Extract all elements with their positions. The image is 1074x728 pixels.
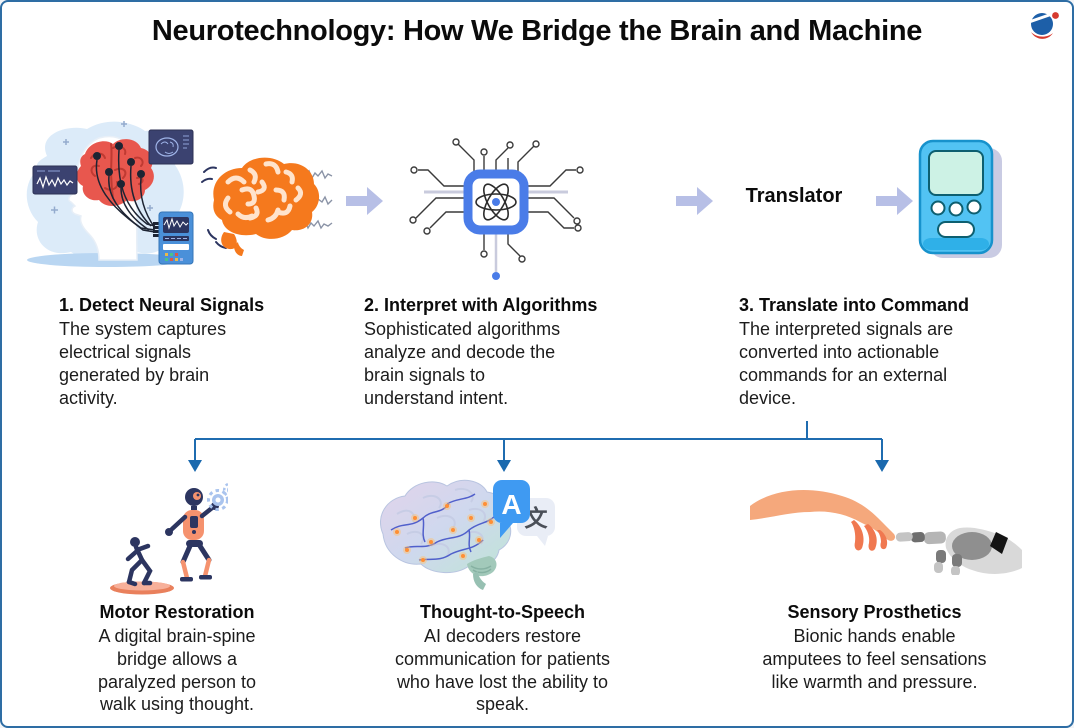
electrode-wires (95, 149, 156, 233)
step-heading: 1. Detect Neural Signals (59, 295, 265, 315)
application-body: AI decoders restore communication for pa… (394, 625, 611, 715)
robot-figure (165, 488, 219, 582)
application-motor-restoration: Motor Restoration A digital brain-spine … (92, 601, 262, 716)
step-heading: 2. Interpret with Algorithms (364, 295, 598, 315)
shadow-traces (424, 190, 568, 272)
application-heading: Sensory Prosthetics (787, 602, 962, 622)
trace-nodes (409, 138, 584, 263)
tremor-marks (201, 166, 227, 249)
application-sensory-prosthetics: Sensory Prosthetics Bionic hands enable … (762, 601, 987, 693)
brand-logo-icon (1028, 11, 1059, 39)
application-heading: Thought-to-Speech (420, 602, 585, 622)
brainstem (234, 242, 244, 256)
translate-icon: 文 A (493, 480, 555, 546)
eeg-head-illustration (26, 121, 194, 267)
step-heading: 3. Translate into Command (739, 295, 970, 315)
step-detect-neural-signals: 1. Detect Neural Signals The system capt… (59, 294, 265, 410)
waveform-screen (32, 165, 78, 195)
electrodes (93, 142, 159, 237)
application-body: Bionic hands enable amputees to feel sen… (762, 625, 987, 692)
flow-arrow-icon (676, 187, 713, 215)
translator-device-illustration (918, 139, 1002, 258)
walking-robot-illustration (110, 482, 228, 595)
flow-arrow-icon (876, 187, 913, 215)
translator-label: Translator (745, 185, 843, 207)
arrowheads (188, 460, 889, 472)
algorithm-chip-icon (409, 138, 584, 280)
device-screen (928, 150, 984, 196)
human-figure (125, 537, 153, 587)
brainstem (473, 571, 486, 590)
brain-signal-waves-illustration (201, 157, 333, 256)
atom-icon (475, 183, 517, 221)
brain-translate-illustration: 文 A (380, 479, 555, 590)
human-hand (750, 490, 896, 551)
step-body: The system captures electrical signals g… (59, 319, 227, 409)
step-body: The interpreted signals are converted in… (739, 319, 954, 409)
brain-scan-screen (148, 129, 194, 165)
application-body: A digital brain-spine bridge allows a pa… (97, 625, 257, 715)
latin-glyph: A (501, 489, 521, 520)
application-thought-to-speech: Thought-to-Speech AI decoders restore co… (390, 601, 615, 716)
cerebellum (221, 232, 237, 250)
step-translate-into-command: 3. Translate into Command The interprete… (739, 294, 970, 410)
device-buttons (930, 199, 982, 238)
sparkle-marks (51, 121, 153, 214)
human-robot-hands-illustration (750, 490, 1022, 575)
eeg-machine (158, 211, 194, 265)
page-title: Neurotechnology: How We Bridge the Brain… (151, 15, 923, 47)
3d-brain (380, 479, 512, 590)
flow-arrow-icon (346, 187, 383, 215)
brain-maze-pattern (222, 161, 304, 223)
application-heading: Motor Restoration (99, 602, 255, 622)
gear-icon (207, 482, 228, 511)
step-body: Sophisticated algorithms analyze and dec… (364, 319, 561, 409)
robot-hand (895, 527, 1022, 575)
gyri (396, 488, 487, 557)
neural-glow-dots (393, 500, 495, 564)
step-interpret-with-algorithms: 2. Interpret with Algorithms Sophisticat… (364, 294, 598, 410)
veins (390, 493, 496, 561)
